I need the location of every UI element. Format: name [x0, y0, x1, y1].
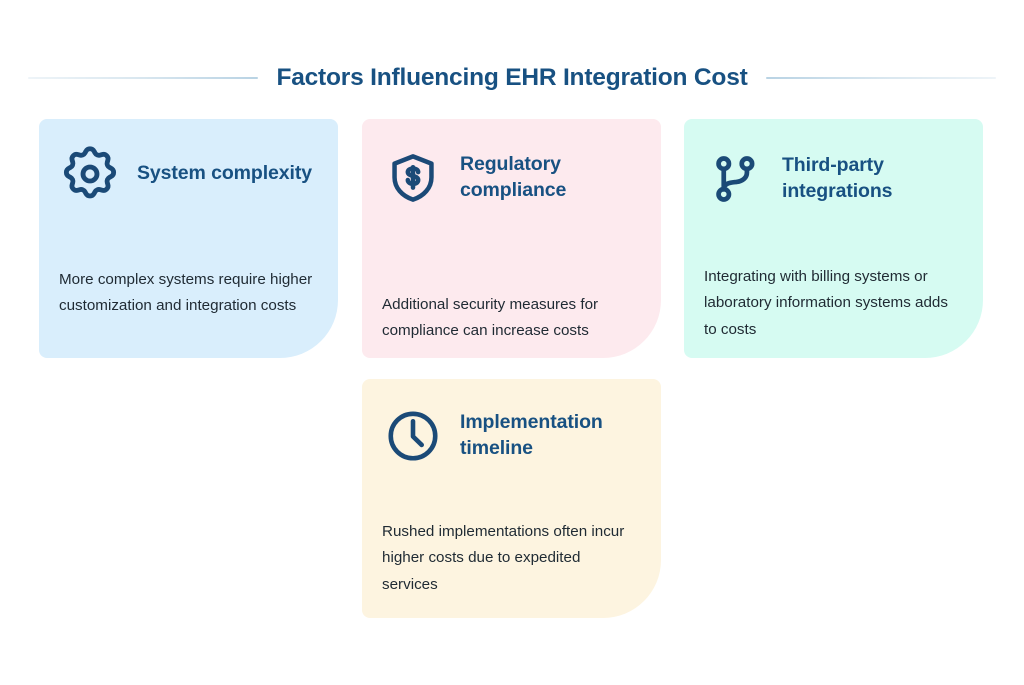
card-body-text: Integrating with billing systems or labo… [704, 268, 948, 338]
page-title: Factors Influencing EHR Integration Cost [276, 64, 748, 91]
card-title: Regulatory compliance [460, 153, 567, 201]
divider-left [28, 77, 259, 79]
card-regulatory-compliance[interactable]: Regulatory compliance Additional securit… [362, 119, 661, 358]
card-body-text: Rushed implementations often incur highe… [382, 523, 625, 593]
card-header: Third-party integrations [684, 119, 983, 210]
card-third-party-integrations[interactable]: Third-party integrations Integrating wit… [684, 119, 983, 358]
card-implementation-timeline[interactable]: Implementation timeline Rushed implement… [362, 379, 661, 618]
card-body-text: Additional security measures for complia… [382, 296, 599, 340]
card-title: Implementation timeline [460, 411, 603, 459]
card-header: System complexity [39, 119, 338, 205]
git-branch-icon [704, 148, 766, 210]
divider-right [765, 77, 997, 79]
card-title: System complexity [137, 162, 312, 185]
card-title: Third-party integrations [782, 154, 893, 202]
gear-icon [59, 143, 121, 205]
card-header: Implementation timeline [362, 379, 661, 467]
card-system-complexity[interactable]: System complexity More complex systems r… [39, 119, 338, 358]
title-row: Factors Influencing EHR Integration Cost [28, 58, 997, 98]
card-body-text: More complex systems require higher cust… [59, 271, 313, 315]
card-header: Regulatory compliance [362, 119, 661, 209]
shield-dollar-icon [382, 147, 444, 209]
clock-icon [382, 405, 444, 467]
